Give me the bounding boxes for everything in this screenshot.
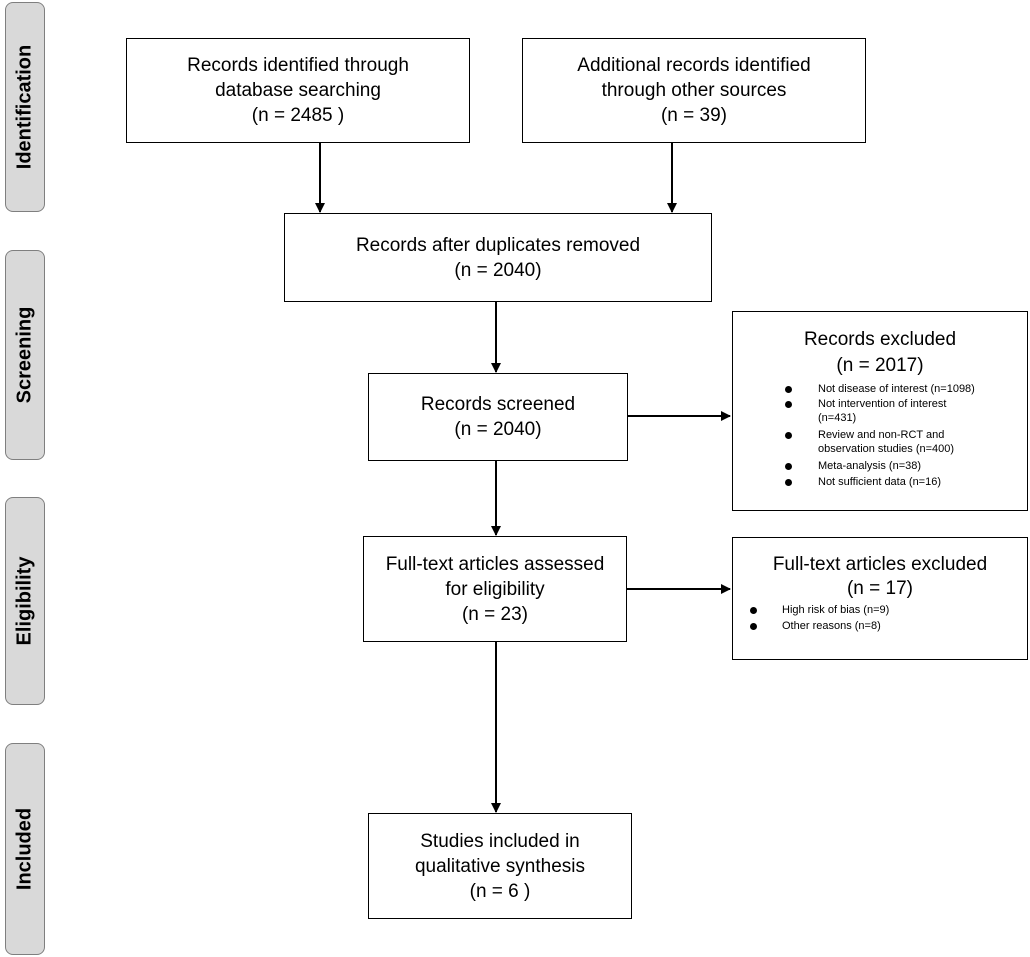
fulltext-excluded-list: High risk of bias (n=9) Other reasons (n… — [733, 603, 1027, 633]
box-full-text-assessed: Full-text articles assessed for eligibil… — [363, 536, 627, 642]
box-text: Studies included in — [420, 830, 580, 852]
list-item-text: (n=431) — [818, 412, 857, 424]
box-text: Additional records identified — [577, 55, 811, 76]
box-count: (n = 2040) — [454, 419, 542, 440]
list-item-text: Not sufficient data (n=16) — [818, 476, 942, 488]
list-item-text: Not intervention of interest — [818, 398, 947, 410]
box-count: (n = 39) — [660, 105, 727, 126]
phase-included: Included — [5, 743, 45, 955]
phase-eligibility: Eligibility — [5, 497, 45, 705]
bullet-icon — [785, 479, 792, 486]
box-fulltext-excluded: Full-text articles excluded (n = 17) Hig… — [732, 537, 1028, 660]
list-item-text: Not disease of interest (n=1098) — [818, 383, 975, 395]
bullet-icon — [785, 432, 792, 439]
list-item-text: Review and non-RCT and — [818, 429, 945, 441]
box-count: (n = 2485 ) — [251, 105, 345, 126]
box-text: qualitative synthesis — [414, 855, 586, 877]
records-excluded-count: (n = 2017) — [836, 355, 924, 376]
bullet-icon — [785, 386, 792, 393]
box-count: (n = 2040) — [454, 259, 542, 281]
box-other-sources: Additional records identified through ot… — [522, 38, 866, 143]
box-text: through other sources — [601, 80, 787, 101]
box-text: Records screened — [420, 394, 576, 415]
box-records-screened: Records screened (n = 2040) — [368, 373, 628, 461]
list-item: Review and non-RCT and observation studi… — [733, 428, 1027, 456]
bullet-icon — [785, 463, 792, 470]
box-text: Full-text articles assessed — [385, 553, 605, 575]
box-text: for eligibility — [445, 578, 545, 600]
list-item-text: Meta-analysis (n=38) — [818, 460, 922, 472]
phase-identification: Identification — [5, 2, 45, 212]
phase-screening: Screening — [5, 250, 45, 460]
fulltext-excluded-title: Full-text articles excluded — [772, 554, 988, 575]
box-text: database searching — [215, 80, 381, 101]
list-item-text: High risk of bias (n=9) — [782, 604, 890, 616]
box-count: (n = 6 ) — [469, 880, 531, 902]
box-studies-included: Studies included in qualitative synthesi… — [368, 813, 632, 919]
list-item: Not disease of interest (n=1098) — [733, 382, 1027, 396]
bullet-icon — [785, 401, 792, 408]
box-database-searching: Records identified through database sear… — [126, 38, 470, 143]
box-text: Records identified through — [187, 55, 409, 76]
box-after-duplicates: Records after duplicates removed (n = 20… — [284, 213, 712, 302]
fulltext-excluded-count: (n = 17) — [846, 578, 913, 599]
list-item: Not intervention of interest (n=431) — [733, 397, 1027, 425]
list-item-text: observation studies (n=400) — [818, 443, 955, 455]
list-item: High risk of bias (n=9) — [733, 603, 1027, 617]
records-excluded-list: Not disease of interest (n=1098) Not int… — [733, 382, 1027, 489]
list-item-text: Other reasons (n=8) — [782, 620, 881, 632]
bullet-icon — [750, 623, 757, 630]
records-excluded-title: Records excluded — [803, 329, 957, 350]
box-text: Records after duplicates removed — [355, 234, 641, 256]
box-count: (n = 23) — [461, 603, 528, 625]
list-item: Meta-analysis (n=38) — [733, 459, 1027, 473]
list-item: Other reasons (n=8) — [733, 619, 1027, 633]
list-item: Not sufficient data (n=16) — [733, 475, 1027, 489]
bullet-icon — [750, 607, 757, 614]
box-records-excluded: Records excluded (n = 2017) Not disease … — [732, 311, 1028, 511]
